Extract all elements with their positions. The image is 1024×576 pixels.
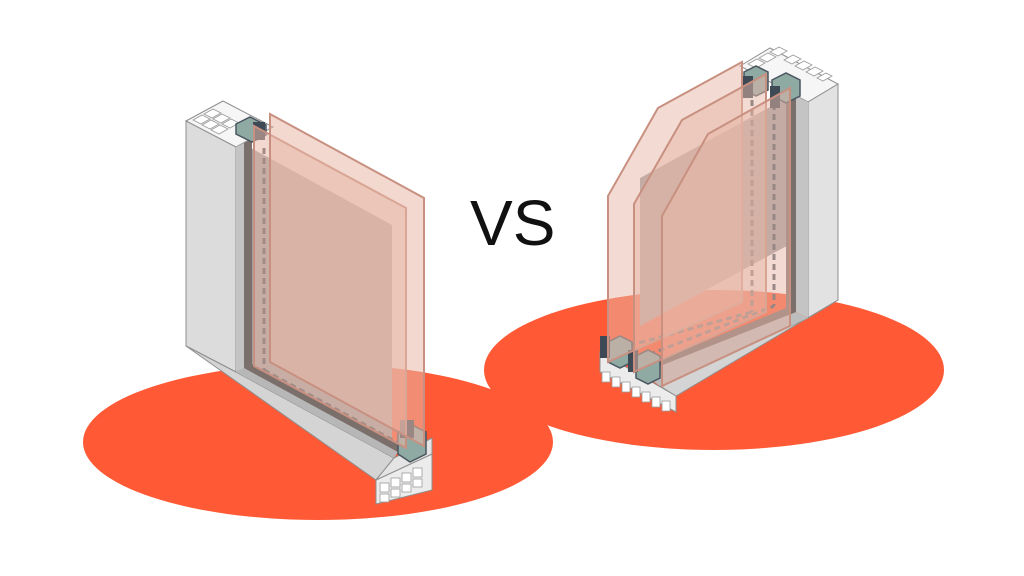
left-glass-pane-front bbox=[269, 112, 425, 448]
right-frame-top-chambers bbox=[747, 46, 833, 82]
left-seal-strip bbox=[244, 139, 252, 368]
left-frame-bottom-chambers bbox=[379, 467, 423, 503]
left-frame-bottom-side bbox=[236, 368, 398, 458]
right-frame-inner-side bbox=[796, 96, 808, 318]
right-frame-bottom-chambers bbox=[601, 371, 671, 412]
left-floor-shadow bbox=[83, 364, 553, 520]
left-frame-inner-side bbox=[236, 143, 244, 372]
right-glass-pane-front bbox=[661, 86, 791, 388]
triple-glazed-window bbox=[599, 46, 840, 413]
right-spacer-bottom-block-1 bbox=[600, 336, 610, 358]
left-seal-strip-bottom bbox=[244, 364, 404, 452]
left-frame-top-chambers bbox=[192, 108, 240, 135]
double-glazed-window bbox=[184, 100, 433, 505]
vs-label: VS bbox=[470, 187, 555, 259]
left-frame-outer-face bbox=[185, 120, 237, 373]
right-frame-outer-face bbox=[807, 83, 839, 319]
